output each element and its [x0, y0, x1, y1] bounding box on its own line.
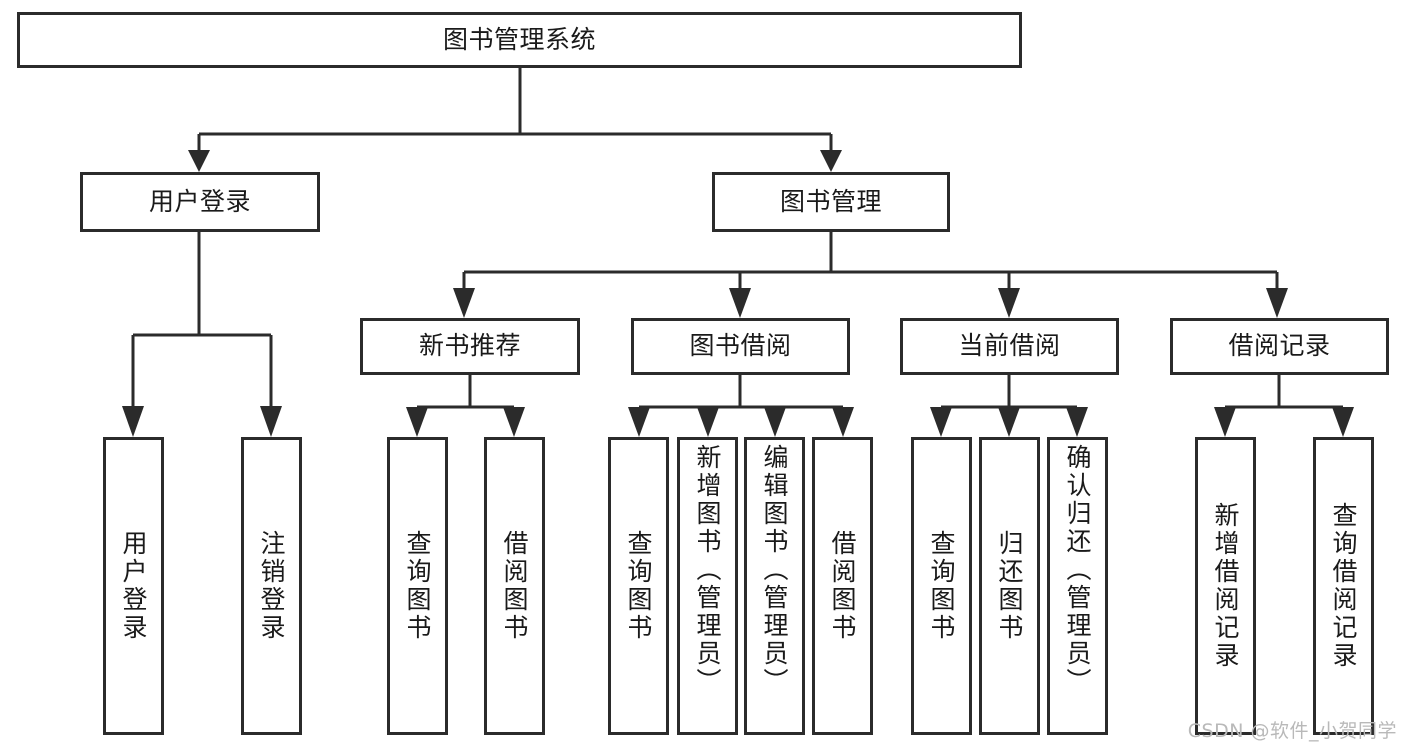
node-new-book-recommend[interactable]: 新书推荐: [360, 318, 580, 375]
node-book-borrow-label: 图书借阅: [689, 331, 792, 361]
leaf-borrow-edit-book-admin[interactable]: 编辑图书（管理员）: [744, 437, 805, 735]
leaf-borrow-add-book-admin[interactable]: 新增图书（管理员）: [677, 437, 738, 735]
leaf-record-query-record-label: 查询借阅记录: [1329, 502, 1358, 670]
node-current-borrow[interactable]: 当前借阅: [900, 318, 1119, 375]
arrow-borrow-leaf-2: [697, 407, 719, 437]
node-borrow-record-label: 借阅记录: [1228, 331, 1331, 361]
arrow-bookmgmt-child-3: [998, 288, 1020, 318]
node-user-login[interactable]: 用户登录: [80, 172, 320, 232]
arrow-recommend-leaf-2: [503, 407, 525, 437]
arrow-bookmgmt-child-1: [453, 288, 475, 318]
leaf-recommend-query-book[interactable]: 查询图书: [387, 437, 448, 735]
arrow-current-leaf-2: [998, 407, 1020, 437]
node-book-borrow[interactable]: 图书借阅: [631, 318, 850, 375]
node-new-book-recommend-label: 新书推荐: [418, 331, 521, 361]
arrow-record-leaf-1: [1214, 407, 1236, 437]
csdn-watermark: CSDN @软件_小贺同学: [1187, 720, 1397, 742]
arrow-bookmgmt-child-4: [1266, 288, 1288, 318]
arrow-root-to-userlogin: [188, 150, 210, 172]
leaf-record-add-record[interactable]: 新增借阅记录: [1195, 437, 1256, 735]
leaf-borrow-borrow-book-label: 借阅图书: [828, 530, 857, 642]
leaf-record-add-record-label: 新增借阅记录: [1211, 502, 1240, 670]
leaf-borrow-edit-book-admin-label: 编辑图书（管理员）: [760, 444, 789, 696]
leaf-record-query-record[interactable]: 查询借阅记录: [1313, 437, 1374, 735]
node-book-management[interactable]: 图书管理: [712, 172, 950, 232]
arrow-borrow-leaf-3: [764, 407, 786, 437]
node-book-management-label: 图书管理: [779, 186, 882, 216]
leaf-user-login-login[interactable]: 用户登录: [103, 437, 164, 735]
leaf-current-return-book-label: 归还图书: [995, 530, 1024, 642]
leaf-borrow-query-book[interactable]: 查询图书: [608, 437, 669, 735]
arrow-borrow-leaf-4: [832, 407, 854, 437]
node-borrow-record[interactable]: 借阅记录: [1170, 318, 1389, 375]
leaf-recommend-query-book-label: 查询图书: [403, 530, 432, 642]
leaf-recommend-borrow-book[interactable]: 借阅图书: [484, 437, 545, 735]
leaf-user-login-logout[interactable]: 注销登录: [241, 437, 302, 735]
arrow-record-leaf-2: [1332, 407, 1354, 437]
leaf-current-query-book-label: 查询图书: [927, 530, 956, 642]
arrow-current-leaf-1: [930, 407, 952, 437]
leaf-current-confirm-return-admin-label: 确认归还（管理员）: [1063, 444, 1092, 696]
arrow-recommend-leaf-1: [406, 407, 428, 437]
leaf-current-confirm-return-admin[interactable]: 确认归还（管理员）: [1047, 437, 1108, 735]
arrow-root-to-bookmgmt: [820, 150, 842, 172]
leaf-recommend-borrow-book-label: 借阅图书: [500, 530, 529, 642]
node-root[interactable]: 图书管理系统: [17, 12, 1022, 68]
node-root-label: 图书管理系统: [442, 24, 596, 54]
node-user-login-label: 用户登录: [148, 186, 251, 216]
leaf-user-login-logout-label: 注销登录: [257, 530, 286, 642]
leaf-borrow-borrow-book[interactable]: 借阅图书: [812, 437, 873, 735]
arrow-userlogin-leaf-1: [122, 406, 144, 437]
leaf-current-return-book[interactable]: 归还图书: [979, 437, 1040, 735]
leaf-user-login-login-label: 用户登录: [119, 530, 148, 642]
leaf-borrow-query-book-label: 查询图书: [624, 530, 653, 642]
arrow-userlogin-leaf-2: [260, 406, 282, 437]
leaf-current-query-book[interactable]: 查询图书: [911, 437, 972, 735]
arrow-current-leaf-3: [1066, 407, 1088, 437]
arrow-bookmgmt-child-2: [729, 288, 751, 318]
node-current-borrow-label: 当前借阅: [958, 331, 1061, 361]
leaf-borrow-add-book-admin-label: 新增图书（管理员）: [693, 444, 722, 696]
arrow-borrow-leaf-1: [628, 407, 650, 437]
